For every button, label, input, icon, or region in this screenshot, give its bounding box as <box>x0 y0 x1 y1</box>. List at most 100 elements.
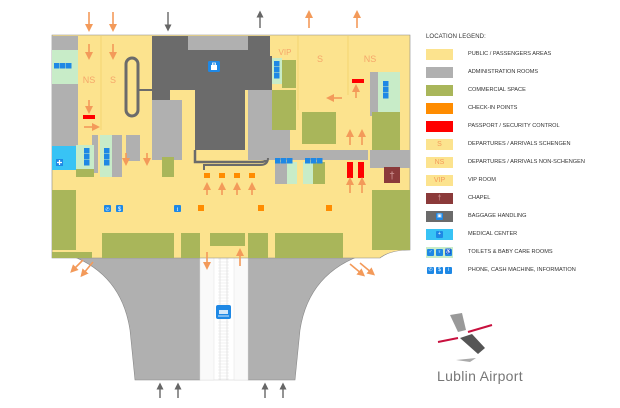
toilets-icon <box>54 63 72 69</box>
legend-mark: S <box>437 140 442 148</box>
legend-swatch <box>426 66 453 78</box>
legend-swatch <box>426 120 453 132</box>
legend-item: S DEPARTURES / ARRIVALS SCHENGEN <box>426 135 620 153</box>
female-toilet-icon: ♀ <box>436 248 443 256</box>
zone-label-s-right: S <box>317 54 323 64</box>
svg-text:$: $ <box>118 207 122 213</box>
commercial-space <box>282 60 296 88</box>
admin-room <box>52 84 78 146</box>
medical-icon: + <box>436 230 443 238</box>
svg-text:✆: ✆ <box>105 207 109 213</box>
legend-label: DEPARTURES / ARRIVALS NON-SCHENGEN <box>468 159 585 165</box>
legend-swatch <box>426 48 453 60</box>
admin-room <box>275 162 287 184</box>
legend-item: NS DEPARTURES / ARRIVALS NON-SCHENGEN <box>426 153 620 171</box>
admin-room <box>152 100 182 160</box>
legend-item: ▣ BAGGAGE HANDLING <box>426 207 620 225</box>
chapel <box>384 167 400 183</box>
legend-mark: VIP <box>433 176 446 184</box>
check-in-conveyor <box>203 157 269 170</box>
zone-label-ns-left: NS <box>83 75 96 85</box>
toilet-icons <box>54 61 389 166</box>
baggage-icon: ▣ <box>436 212 443 220</box>
location-legend: LOCATION LEGEND: PUBLIC / PASSENGERS ARE… <box>426 34 620 279</box>
toilets-icon <box>305 158 323 164</box>
legend-label: ADMINISTRATION ROOMS <box>468 69 539 75</box>
cash-machine-icon: $ <box>116 205 123 213</box>
admin-room <box>112 135 122 177</box>
information-icon: i <box>174 205 181 213</box>
admin-room <box>188 36 248 50</box>
information-icon: i <box>445 266 452 274</box>
commercial-strip <box>52 233 343 258</box>
svg-text:i: i <box>177 207 179 213</box>
check-in-points <box>198 173 332 211</box>
male-toilet-icon: ♂ <box>427 248 434 256</box>
commercial-space <box>76 169 94 177</box>
legend-label: MEDICAL CENTER <box>468 231 518 237</box>
legend-item: VIP VIP ROOM <box>426 171 620 189</box>
legend-label: BAGGAGE HANDLING <box>468 213 527 219</box>
legend-swatch <box>426 102 453 114</box>
zone-label-ns-right: NS <box>364 54 377 64</box>
toilets-mid-4 <box>303 162 313 184</box>
admin-room <box>248 150 368 160</box>
security-control-right-1 <box>347 162 353 178</box>
commercial-space <box>302 112 336 144</box>
legend-swatch: † <box>426 192 453 204</box>
legend-mark: † <box>437 194 442 202</box>
zone-label-vip: VIP <box>279 48 292 57</box>
cross-icon: † <box>389 171 395 182</box>
admin-room <box>92 135 98 173</box>
railway-ties <box>218 249 229 380</box>
commercial-space <box>162 157 174 177</box>
legend-item: CHECK-IN POINTS <box>426 99 620 117</box>
legend-swatch: S <box>426 138 453 150</box>
legend-item: ADMINISTRATION ROOMS <box>426 63 620 81</box>
medical-icon <box>56 159 63 166</box>
commercial-space <box>372 112 400 150</box>
baggage-icon <box>208 61 220 72</box>
walkway-left <box>199 245 215 381</box>
commercial-space <box>372 190 410 250</box>
admin-room <box>370 150 410 168</box>
legend-item: COMMERCIAL SPACE <box>426 81 620 99</box>
lublin-airport-logo <box>437 313 493 362</box>
legend-label: TOILETS & BABY CARE ROOMS <box>468 249 553 255</box>
commercial-space <box>272 90 296 130</box>
security-control-right-top <box>352 79 364 83</box>
phone-icon: ✆ <box>427 266 434 274</box>
legend-swatch: VIP <box>426 174 453 186</box>
legend-item: ✆$i PHONE, CASH MACHINE, INFORMATION <box>426 261 620 279</box>
legend-swatch: ♂♀♿ <box>426 246 453 258</box>
apron-right <box>247 249 381 381</box>
legend-label: PASSPORT / SECURITY CONTROL <box>468 123 560 129</box>
commercial-space <box>313 162 325 184</box>
legend-label: CHECK-IN POINTS <box>468 105 518 111</box>
legend-label: VIP ROOM <box>468 177 496 183</box>
legend-swatch: ▣ <box>426 210 453 222</box>
baggage-handling-area <box>152 36 290 150</box>
legend-swatch <box>426 84 453 96</box>
legend-swatch: + <box>426 228 453 240</box>
legend-swatch: ✆$i <box>426 265 453 276</box>
medical-center <box>52 146 76 170</box>
walkway-right <box>233 245 249 381</box>
legend-item: PUBLIC / PASSENGERS AREAS <box>426 45 620 63</box>
legend-swatch: NS <box>426 156 453 168</box>
security-control-left <box>83 115 95 119</box>
legend-item: †CHAPEL <box>426 189 620 207</box>
flow-arrows <box>70 10 376 398</box>
zone-label-s-left: S <box>110 75 116 85</box>
phone-icon: ✆ <box>104 205 111 213</box>
legend-label: PHONE, CASH MACHINE, INFORMATION <box>468 267 576 273</box>
airport-floor-map: † NS S VIP S NS ✆ $ i <box>51 10 411 398</box>
admin-room <box>52 36 78 50</box>
legend-item: + MEDICAL CENTER <box>426 225 620 243</box>
legend-label: DEPARTURES / ARRIVALS SCHENGEN <box>468 141 571 147</box>
passenger-flow-arrow <box>70 259 84 273</box>
accessible-icon: ♿ <box>445 248 452 256</box>
passenger-flow-arrow <box>80 261 94 278</box>
cash-machine-icon: $ <box>436 266 443 274</box>
admin-room <box>126 135 140 161</box>
